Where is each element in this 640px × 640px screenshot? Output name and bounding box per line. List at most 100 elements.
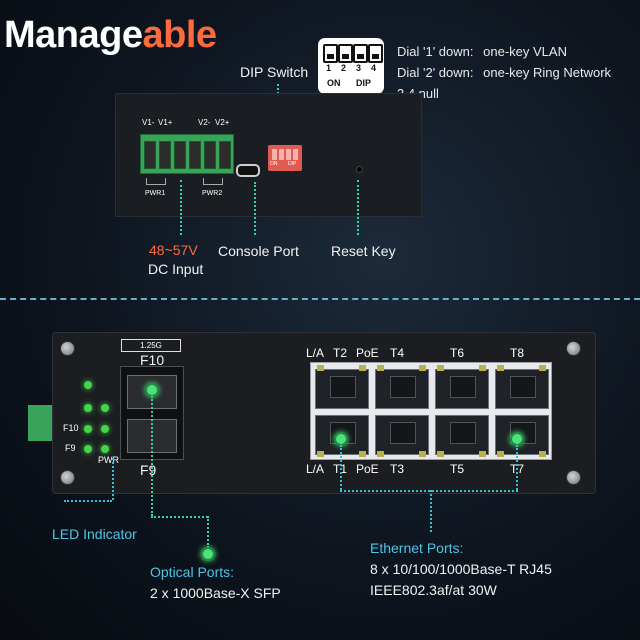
led-icon (84, 404, 92, 412)
dip-dip-label: DIP (356, 78, 372, 88)
console-usb-port (236, 164, 260, 177)
dip-switch-label: DIP Switch (240, 64, 309, 80)
terminal-pin (144, 141, 156, 169)
dip-num-2: 2 (341, 63, 347, 73)
optical-leader-v1 (151, 396, 153, 516)
sfp-speed-badge: 1.25G (121, 339, 181, 352)
section-divider (0, 298, 640, 300)
screw-icon (566, 341, 581, 356)
sfp-f10-label: F10 (140, 352, 165, 368)
dip-key-icon (353, 44, 368, 63)
dip-on-label: ON (327, 78, 341, 88)
reset-key-label: Reset Key (331, 243, 396, 259)
console-leader (254, 182, 256, 235)
led-icon (101, 404, 109, 412)
ethernet-callout-dot-t7 (510, 432, 524, 446)
terminal-pin (189, 141, 201, 169)
terminal-label-v2p: V2+ (215, 118, 230, 127)
ethernet-ports-title: Ethernet Ports: (370, 540, 464, 556)
rj45-port-t4[interactable] (375, 369, 429, 409)
port-label-bottom-t3: T3 (390, 462, 405, 476)
led-leader-h (64, 500, 112, 502)
led-label-f10: F10 (63, 423, 79, 433)
screw-icon (60, 341, 75, 356)
rj45-port-t5[interactable] (435, 415, 489, 455)
ethernet-leader-v-left (340, 445, 342, 490)
led-indicator-label: LED Indicator (52, 526, 137, 542)
dip-switch[interactable] (268, 145, 302, 171)
power-plug-tab (28, 405, 53, 441)
optical-ports-desc: 2 x 1000Base-X SFP (150, 585, 281, 601)
dip-small-on: ON (270, 161, 278, 167)
dial-note-2-key: Dial '2' down: (397, 65, 474, 80)
dip-num-3: 3 (356, 63, 362, 73)
port-label-top-t2: T2 (333, 346, 348, 360)
terminal-pin (219, 141, 231, 169)
reset-button[interactable] (356, 166, 363, 173)
dial-note-1: Dial '1' down: one-key VLAN (397, 44, 567, 59)
ethernet-leader-h (340, 490, 518, 492)
led-icon (101, 425, 109, 433)
optical-ports-title: Optical Ports: (150, 564, 235, 580)
pwr2-bracket (203, 178, 223, 185)
port-label-top-la: L/A (306, 346, 325, 360)
title-part-1: Manage (4, 14, 143, 56)
led-icon (84, 445, 92, 453)
power-terminal-block (140, 134, 234, 174)
port-label-top-poe: PoE (356, 346, 379, 360)
dip-switch-icon: 1 2 3 4 ON DIP (318, 38, 384, 94)
optical-end-dot (201, 547, 215, 561)
optical-leader-v2 (207, 516, 209, 548)
dip-small-dip: DIP (288, 161, 297, 167)
rj45-port-t2[interactable] (315, 369, 369, 409)
pwr1-label: PWR1 (145, 190, 166, 197)
dial-note-1-value: one-key VLAN (483, 44, 567, 59)
screw-icon (60, 470, 75, 485)
port-label-top-t6: T6 (450, 346, 465, 360)
ethernet-leader-v-center (430, 490, 432, 532)
port-label-bottom-t5: T5 (450, 462, 465, 476)
ethernet-ports-desc-1: 8 x 10/100/1000Base-T RJ45 (370, 561, 552, 577)
ethernet-ports-desc-2: IEEE802.3af/at 30W (370, 582, 497, 598)
dip-num-4: 4 (371, 63, 377, 73)
dip-num-1: 1 (326, 63, 332, 73)
ethernet-callout-dot-t1 (334, 432, 348, 446)
pwr2-label: PWR2 (202, 190, 223, 197)
port-label-top-t8: T8 (510, 346, 525, 360)
dc-input-label: DC Input (148, 261, 204, 277)
dip-key-icon (338, 44, 353, 63)
reset-leader (357, 180, 359, 235)
optical-leader-h (151, 516, 208, 518)
port-label-bottom-la: L/A (306, 462, 325, 476)
console-port-label: Console Port (218, 243, 299, 259)
rj45-port-t3[interactable] (375, 415, 429, 455)
terminal-pin (204, 141, 216, 169)
port-label-top-t4: T4 (390, 346, 405, 360)
led-icon (84, 381, 92, 389)
led-label-pwr: PWR (98, 455, 119, 465)
page-title: Manageable (4, 14, 217, 57)
dial-note-2-value: one-key Ring Network (483, 65, 612, 80)
dial-note-1-key: Dial '1' down: (397, 44, 474, 59)
terminal-label-v1m: V1- (142, 118, 155, 127)
dc-voltage-label: 48~57V (149, 242, 198, 258)
rj45-port-block (310, 362, 552, 460)
ethernet-leader-v-right (516, 445, 518, 490)
led-icon (101, 445, 109, 453)
title-part-2: able (142, 14, 217, 56)
screw-icon (566, 470, 581, 485)
led-leader-v (112, 458, 114, 500)
terminal-label-v2m: V2- (198, 118, 211, 127)
sfp-f9-label: F9 (140, 462, 157, 478)
terminal-label-v1p: V1+ (158, 118, 173, 127)
rj45-port-t6[interactable] (435, 369, 489, 409)
sfp-callout-dot (145, 383, 159, 397)
dip-key-icon (368, 44, 383, 63)
led-label-f9: F9 (65, 443, 76, 453)
terminal-pin (159, 141, 171, 169)
led-icon (84, 425, 92, 433)
dip-key-icon (323, 44, 338, 63)
dc-input-leader (180, 180, 182, 235)
port-label-bottom-poe: PoE (356, 462, 379, 476)
rj45-port-t8[interactable] (495, 369, 549, 409)
